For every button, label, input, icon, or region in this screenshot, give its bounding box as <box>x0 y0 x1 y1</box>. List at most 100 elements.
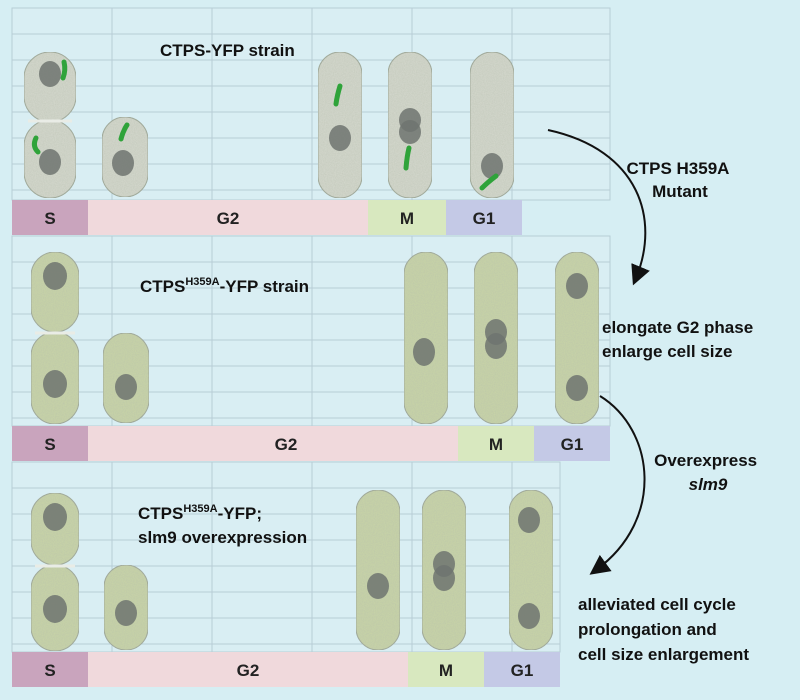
panel-wildtype: CTPS-YFP strain S G2 M G1 <box>11 7 611 235</box>
effect-line2: prolongation and <box>578 620 717 639</box>
phase-g1 <box>484 652 560 687</box>
phase-label-g2: G2 <box>237 661 260 680</box>
ctps-filament <box>118 122 130 142</box>
ctps-filament <box>333 83 343 107</box>
phase-bar-slm9: S G2 M G1 <box>12 652 560 687</box>
curved-arrow-mutation <box>547 129 650 286</box>
title-ctps: CTPS <box>140 277 185 296</box>
nucleus <box>566 273 588 299</box>
cell-body <box>355 489 401 651</box>
cell <box>103 564 149 651</box>
effect-line1: elongate G2 phase <box>602 318 753 337</box>
phase-s <box>12 652 88 687</box>
arrow-label-line2: Mutant <box>652 182 708 201</box>
cell <box>387 51 433 199</box>
nucleus <box>39 61 61 87</box>
nucleus <box>566 375 588 401</box>
cell <box>508 489 554 651</box>
nucleus <box>43 262 67 290</box>
panel-title-slm9-line2: slm9 overexpression <box>138 528 307 547</box>
nucleus <box>39 149 61 175</box>
cell <box>23 119 77 199</box>
cells-wildtype <box>23 51 515 199</box>
grid <box>11 235 611 427</box>
phase-label-s: S <box>44 435 55 454</box>
phase-g2 <box>88 426 458 461</box>
phase-g2 <box>88 200 368 235</box>
nucleus <box>413 338 435 366</box>
effect-overexpress: alleviated cell cycle prolongation and c… <box>578 595 749 664</box>
phase-s <box>12 426 88 461</box>
panel-title-h359a: CTPSH359A-YFP strain <box>140 276 309 296</box>
cell <box>102 332 150 424</box>
phase-label-g2: G2 <box>217 209 240 228</box>
nucleus <box>329 125 351 151</box>
cell-body <box>403 251 449 425</box>
nucleus <box>115 600 137 626</box>
effect-line1: alleviated cell cycle <box>578 595 736 614</box>
phase-label-g2: G2 <box>275 435 298 454</box>
phase-m <box>408 652 484 687</box>
panel-slm9: CTPSH359A-YFP; slm9 overexpression S G2 … <box>11 461 561 687</box>
phase-label-m: M <box>400 209 414 228</box>
cell-body <box>469 51 515 199</box>
phase-m <box>458 426 534 461</box>
phase-bar-wildtype: S G2 M G1 <box>12 200 522 235</box>
cells-h359a <box>30 251 600 425</box>
cells-slm9 <box>30 489 554 652</box>
cell <box>355 489 401 651</box>
title-ctps: CTPS <box>138 504 183 523</box>
title-superscript: H359A <box>185 276 219 288</box>
nucleus <box>518 507 540 533</box>
cell-body <box>554 251 600 425</box>
nucleus <box>481 153 503 179</box>
curved-arrow-overexpress <box>589 395 646 575</box>
title-rest: -YFP; <box>218 504 262 523</box>
nucleus <box>433 565 455 591</box>
phase-g1 <box>446 200 522 235</box>
cell <box>101 116 149 198</box>
effect-mutation: elongate G2 phase enlarge cell size <box>602 318 758 361</box>
phase-label-s: S <box>44 661 55 680</box>
nucleus <box>43 503 67 531</box>
cell <box>30 492 80 566</box>
cell <box>23 51 77 123</box>
cell <box>403 251 449 425</box>
arrow-label-overexpress: Overexpress slm9 <box>654 451 762 494</box>
phase-label-m: M <box>489 435 503 454</box>
nucleus <box>485 333 507 359</box>
effect-line2: enlarge cell size <box>602 342 732 361</box>
ctps-filament <box>31 135 41 155</box>
title-rest: -YFP strain <box>220 277 309 296</box>
nucleus <box>112 150 134 176</box>
ctps-filament <box>479 173 499 191</box>
phase-label-g1: G1 <box>561 435 584 454</box>
grid <box>11 461 561 653</box>
phase-label-m: M <box>439 661 453 680</box>
arrow-label-line1: Overexpress <box>654 451 757 470</box>
cell <box>30 251 80 333</box>
cell <box>317 51 363 199</box>
cell <box>469 51 515 199</box>
phase-label-s: S <box>44 209 55 228</box>
ctps-filament <box>403 145 412 171</box>
phase-bar-h359a: S G2 M G1 <box>12 426 610 461</box>
cell <box>30 564 80 652</box>
phase-m <box>368 200 446 235</box>
phase-label-g1: G1 <box>511 661 534 680</box>
effect-line3: cell size enlargement <box>578 645 749 664</box>
nucleus <box>43 595 67 623</box>
ctps-filament <box>60 59 68 81</box>
arrow-label-line1: CTPS H359A <box>626 159 729 178</box>
cell <box>554 251 600 425</box>
nucleus <box>367 573 389 599</box>
nucleus <box>43 370 67 398</box>
phase-g1 <box>534 426 610 461</box>
phase-s <box>12 200 88 235</box>
nucleus <box>115 374 137 400</box>
panel-title-slm9: CTPSH359A-YFP; <box>138 503 262 523</box>
panel-title-wildtype: CTPS-YFP strain <box>160 41 295 60</box>
arrow-label-mutation: CTPS H359A Mutant <box>626 159 733 201</box>
